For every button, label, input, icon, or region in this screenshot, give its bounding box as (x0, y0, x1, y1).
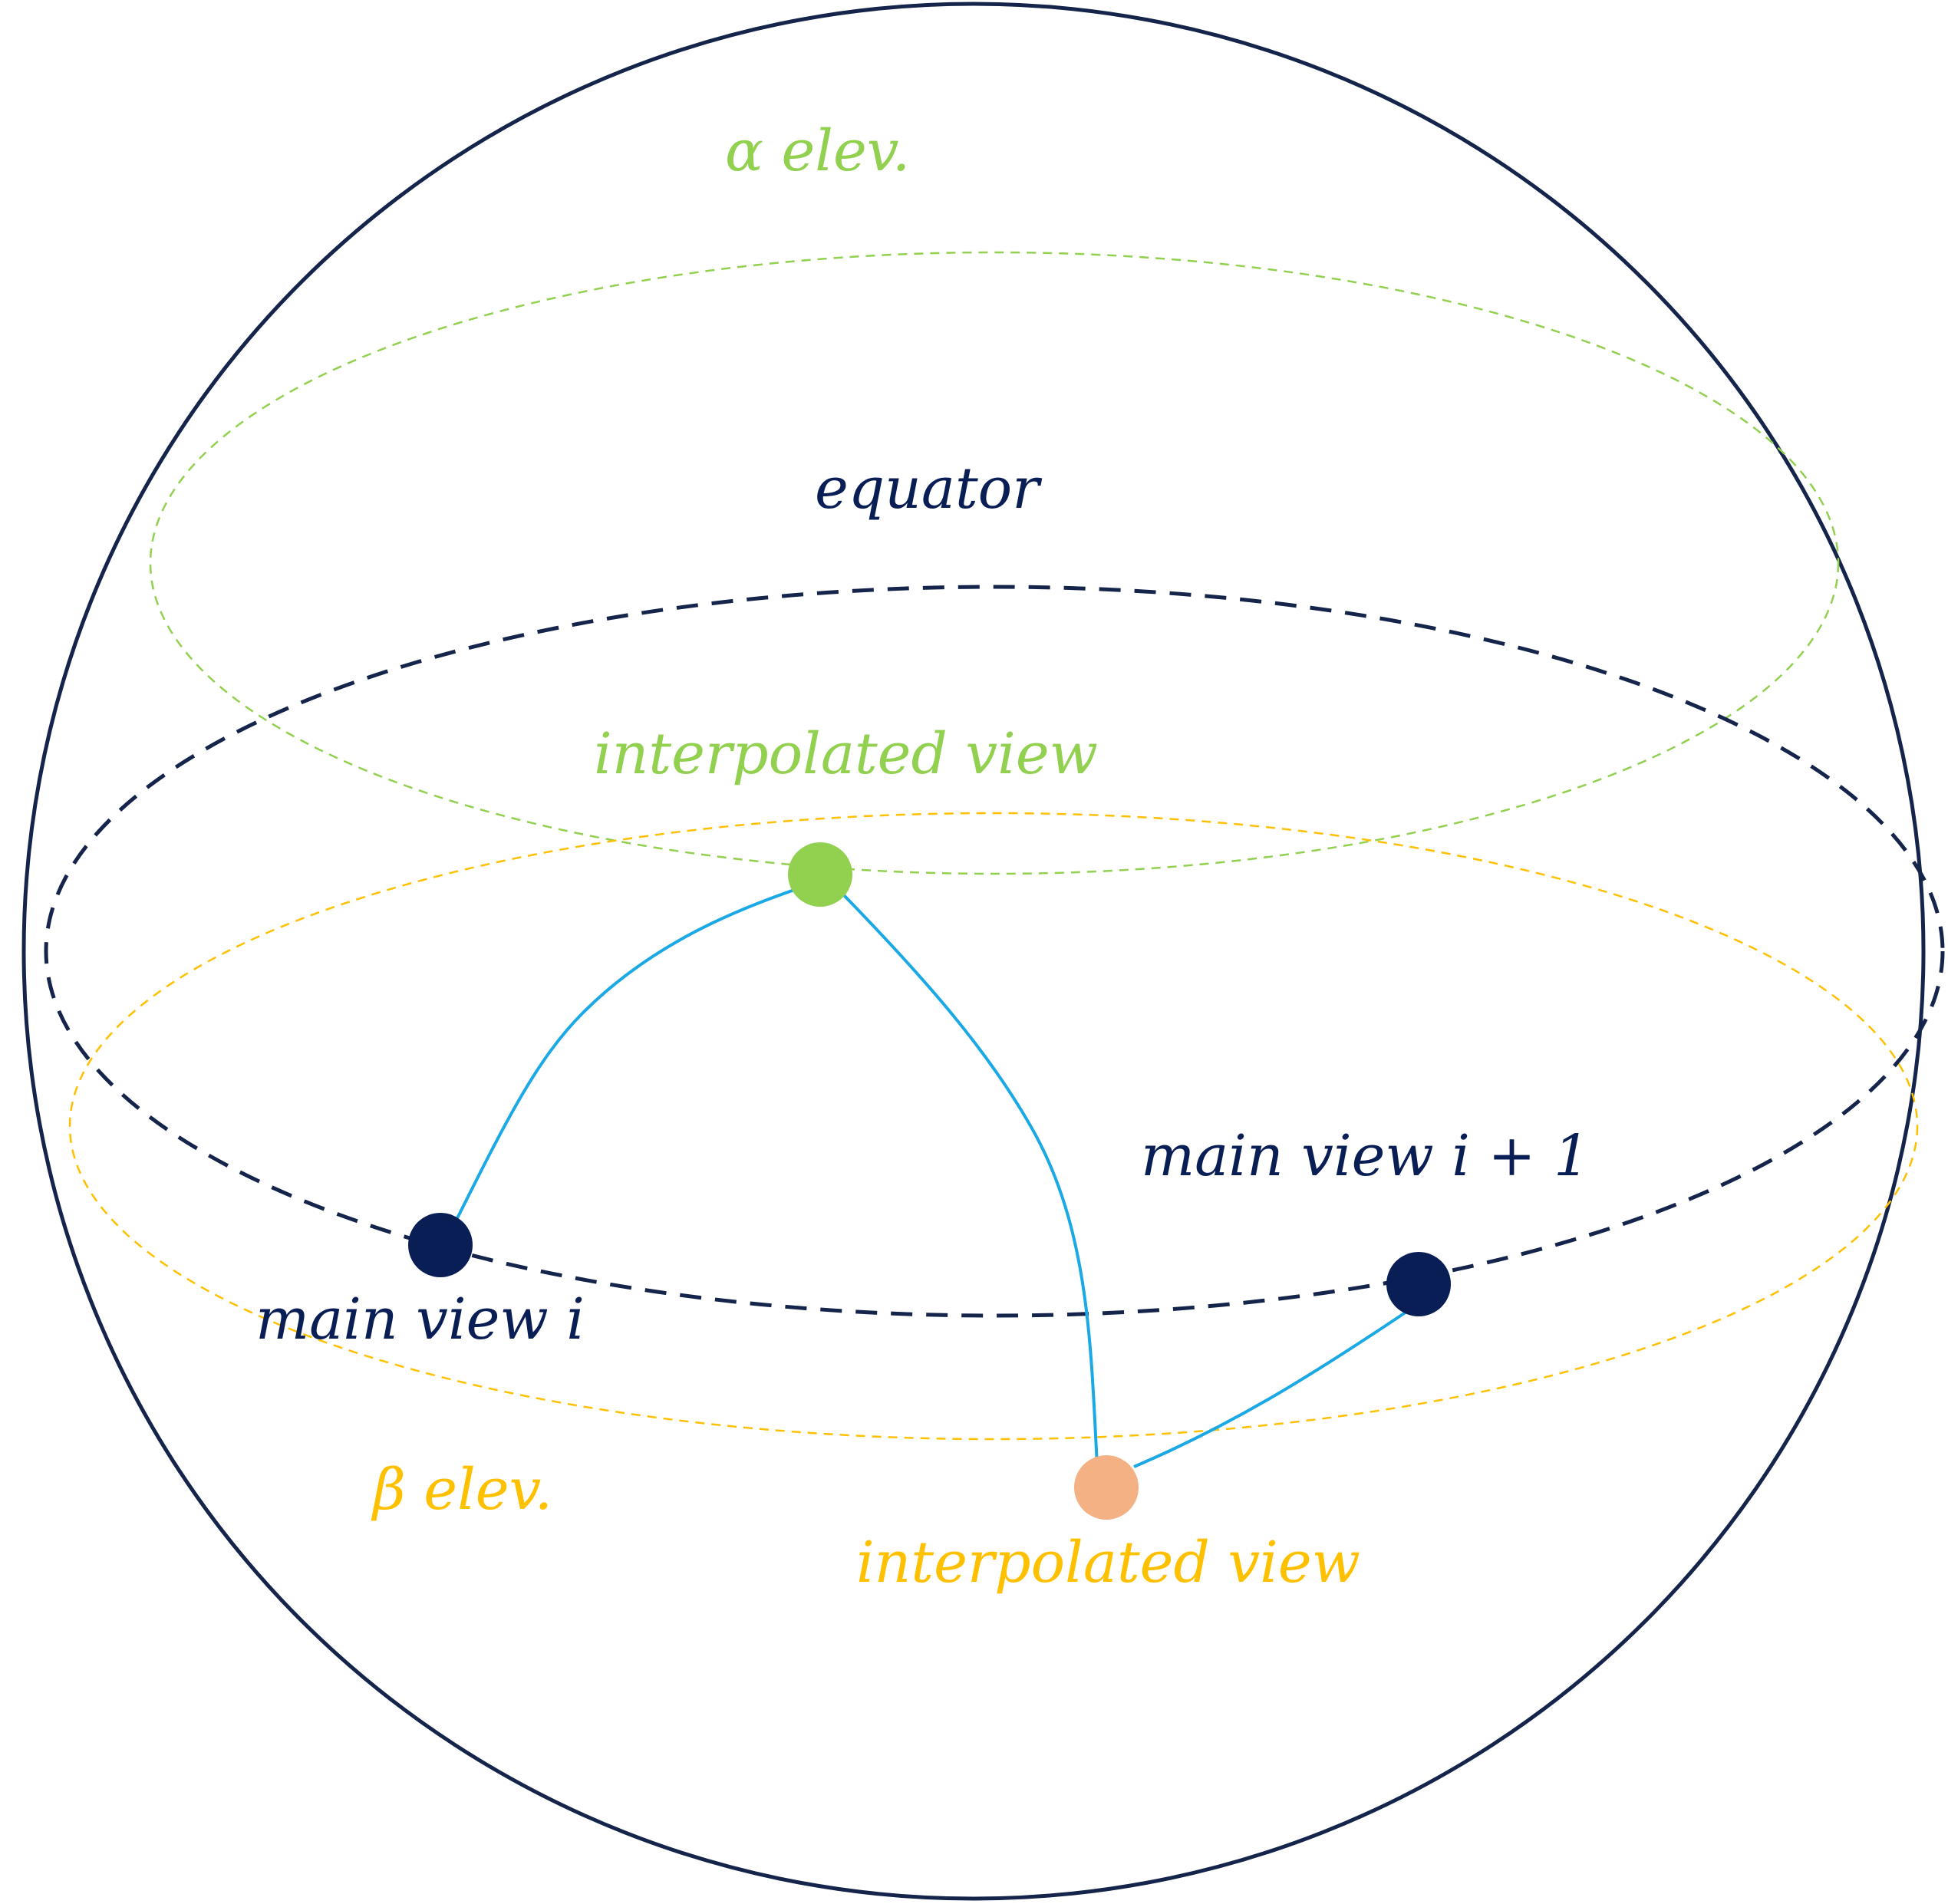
beta-elevation-label: β elev. (371, 1457, 552, 1523)
path-alpha-view-to-beta-view (841, 892, 1099, 1466)
main-view-i-plus-1-point (1386, 1252, 1451, 1316)
alpha-elevation-ring (149, 251, 1840, 875)
main-view-i-point (408, 1213, 473, 1277)
path-main-i-to-alpha-view (451, 884, 806, 1228)
interpolated-view-alpha-point (788, 842, 852, 907)
main-view-i-plus-1-label: main view i + 1 (1141, 1123, 1590, 1189)
interpolated-view-alpha-label: interpolated view (594, 721, 1098, 787)
beta-elevation-ring (68, 812, 1919, 1441)
sphere-outline (21, 2, 1926, 1901)
equator-label: equator (815, 456, 1043, 522)
interpolated-view-beta-label: interpolated view (856, 1530, 1360, 1596)
equator-ring (44, 585, 1945, 1318)
path-beta-view-to-main-i-plus-1 (1133, 1303, 1419, 1468)
alpha-elevation-label: α elev. (725, 118, 910, 184)
interpolated-view-beta-point (1074, 1455, 1139, 1520)
main-view-i-label: main view i (255, 1286, 585, 1352)
